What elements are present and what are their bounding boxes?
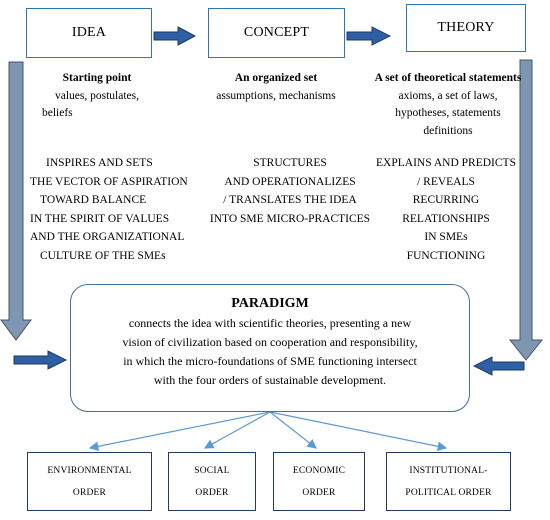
institutional-political-order-box: INSTITUTIONAL- POLITICAL ORDER bbox=[386, 452, 511, 511]
concept-desc-line: INTO SME MICRO-PRACTICES bbox=[209, 212, 371, 225]
paradigm-box: PARADIGM connects the idea with scientif… bbox=[70, 284, 470, 412]
concept-desc-line: STRUCTURES bbox=[253, 157, 327, 169]
connector-environmental bbox=[88, 411, 271, 452]
social-order-box: SOCIAL ORDER bbox=[168, 452, 256, 511]
connector-social bbox=[203, 411, 271, 449]
concept-heading: An organized set bbox=[234, 72, 318, 84]
idea-box: IDEA bbox=[26, 8, 152, 58]
concept-box: CONCEPT bbox=[208, 8, 345, 58]
concept-description: STRUCTURES AND OPERATIONALIZES / TRANSLA… bbox=[200, 154, 380, 228]
concept-column: An organized set assumptions, mechanisms bbox=[196, 70, 356, 105]
idea-description: INSPIRES AND SETS THE VECTOR OF ASPIRATI… bbox=[30, 154, 200, 265]
theory-desc-line: FUNCTIONING bbox=[406, 249, 486, 262]
theory-label: THEORY bbox=[437, 20, 495, 35]
connector-institutional bbox=[269, 411, 448, 452]
order-label-line: POLITICAL ORDER bbox=[405, 487, 492, 498]
idea-line: values, postulates, bbox=[55, 89, 139, 102]
theory-desc-line: IN SMEs bbox=[424, 231, 468, 243]
theory-line: hypotheses, statements bbox=[395, 107, 501, 119]
idea-desc-line: THE VECTOR OF ASPIRATION bbox=[30, 175, 188, 188]
theory-description: EXPLAINS AND PREDICTS / REVEALS RECURRIN… bbox=[362, 154, 530, 265]
idea-desc-line: IN THE SPIRIT OF VALUES bbox=[30, 212, 170, 225]
idea-column: Starting point values, postulates, belie… bbox=[42, 70, 152, 123]
arrow-concept-to-theory bbox=[346, 26, 392, 46]
order-label-line: INSTITUTIONAL- bbox=[409, 465, 488, 476]
theory-heading: A set of theoretical statements bbox=[374, 72, 522, 84]
theory-desc-line: / REVEALS bbox=[417, 175, 475, 188]
concept-desc-line: AND OPERATIONALIZES bbox=[224, 175, 356, 188]
idea-desc-line: TOWARD BALANCE bbox=[40, 194, 147, 206]
paradigm-line: in which the micro-foundations of SME fu… bbox=[123, 354, 417, 368]
theory-line: axioms, a set of laws, bbox=[398, 89, 498, 102]
idea-line: beliefs bbox=[42, 107, 73, 119]
arrow-right-down bbox=[508, 59, 544, 361]
order-label-line: ORDER bbox=[302, 487, 336, 498]
idea-label: IDEA bbox=[71, 25, 107, 40]
theory-column: A set of theoretical statements axioms, … bbox=[368, 70, 528, 140]
order-label-line: ORDER bbox=[195, 487, 229, 498]
arrow-left-down bbox=[0, 61, 32, 341]
order-label-line: ORDER bbox=[72, 487, 107, 498]
theory-desc-line: EXPLAINS AND PREDICTS bbox=[376, 157, 516, 169]
order-label-line: SOCIAL bbox=[194, 465, 230, 476]
idea-desc-line: AND THE ORGANIZATIONAL bbox=[30, 231, 185, 243]
theory-desc-line: RELATIONSHIPS bbox=[402, 212, 490, 225]
connector-economic bbox=[269, 411, 317, 449]
theory-desc-line: RECURRING bbox=[412, 194, 480, 206]
theory-box: THEORY bbox=[406, 4, 526, 52]
concept-label: CONCEPT bbox=[243, 25, 310, 40]
concept-desc-line: / TRANSLATES THE IDEA bbox=[223, 194, 357, 206]
idea-desc-line: CULTURE OF THE SMEs bbox=[40, 249, 166, 262]
environmental-order-box: ENVIRONMENTAL ORDER bbox=[27, 452, 152, 511]
paradigm-title: PARADIGM bbox=[231, 296, 309, 311]
concept-line: assumptions, mechanisms bbox=[216, 89, 336, 102]
arrow-into-paradigm-left bbox=[13, 350, 68, 370]
theory-line: definitions bbox=[423, 124, 473, 137]
idea-heading: Starting point bbox=[62, 72, 132, 84]
economic-order-box: ECONOMIC ORDER bbox=[273, 452, 365, 511]
paradigm-line: with the four orders of sustainable deve… bbox=[153, 373, 387, 387]
order-label-line: ENVIRONMENTAL bbox=[47, 465, 132, 476]
paradigm-line: vision of civilization based on cooperat… bbox=[122, 335, 418, 349]
order-label-line: ECONOMIC bbox=[292, 465, 346, 476]
arrow-into-paradigm-right bbox=[472, 356, 525, 376]
paradigm-line: connects the idea with scientific theori… bbox=[128, 316, 412, 330]
arrow-idea-to-concept bbox=[153, 26, 197, 46]
idea-desc-line: INSPIRES AND SETS bbox=[46, 157, 153, 169]
